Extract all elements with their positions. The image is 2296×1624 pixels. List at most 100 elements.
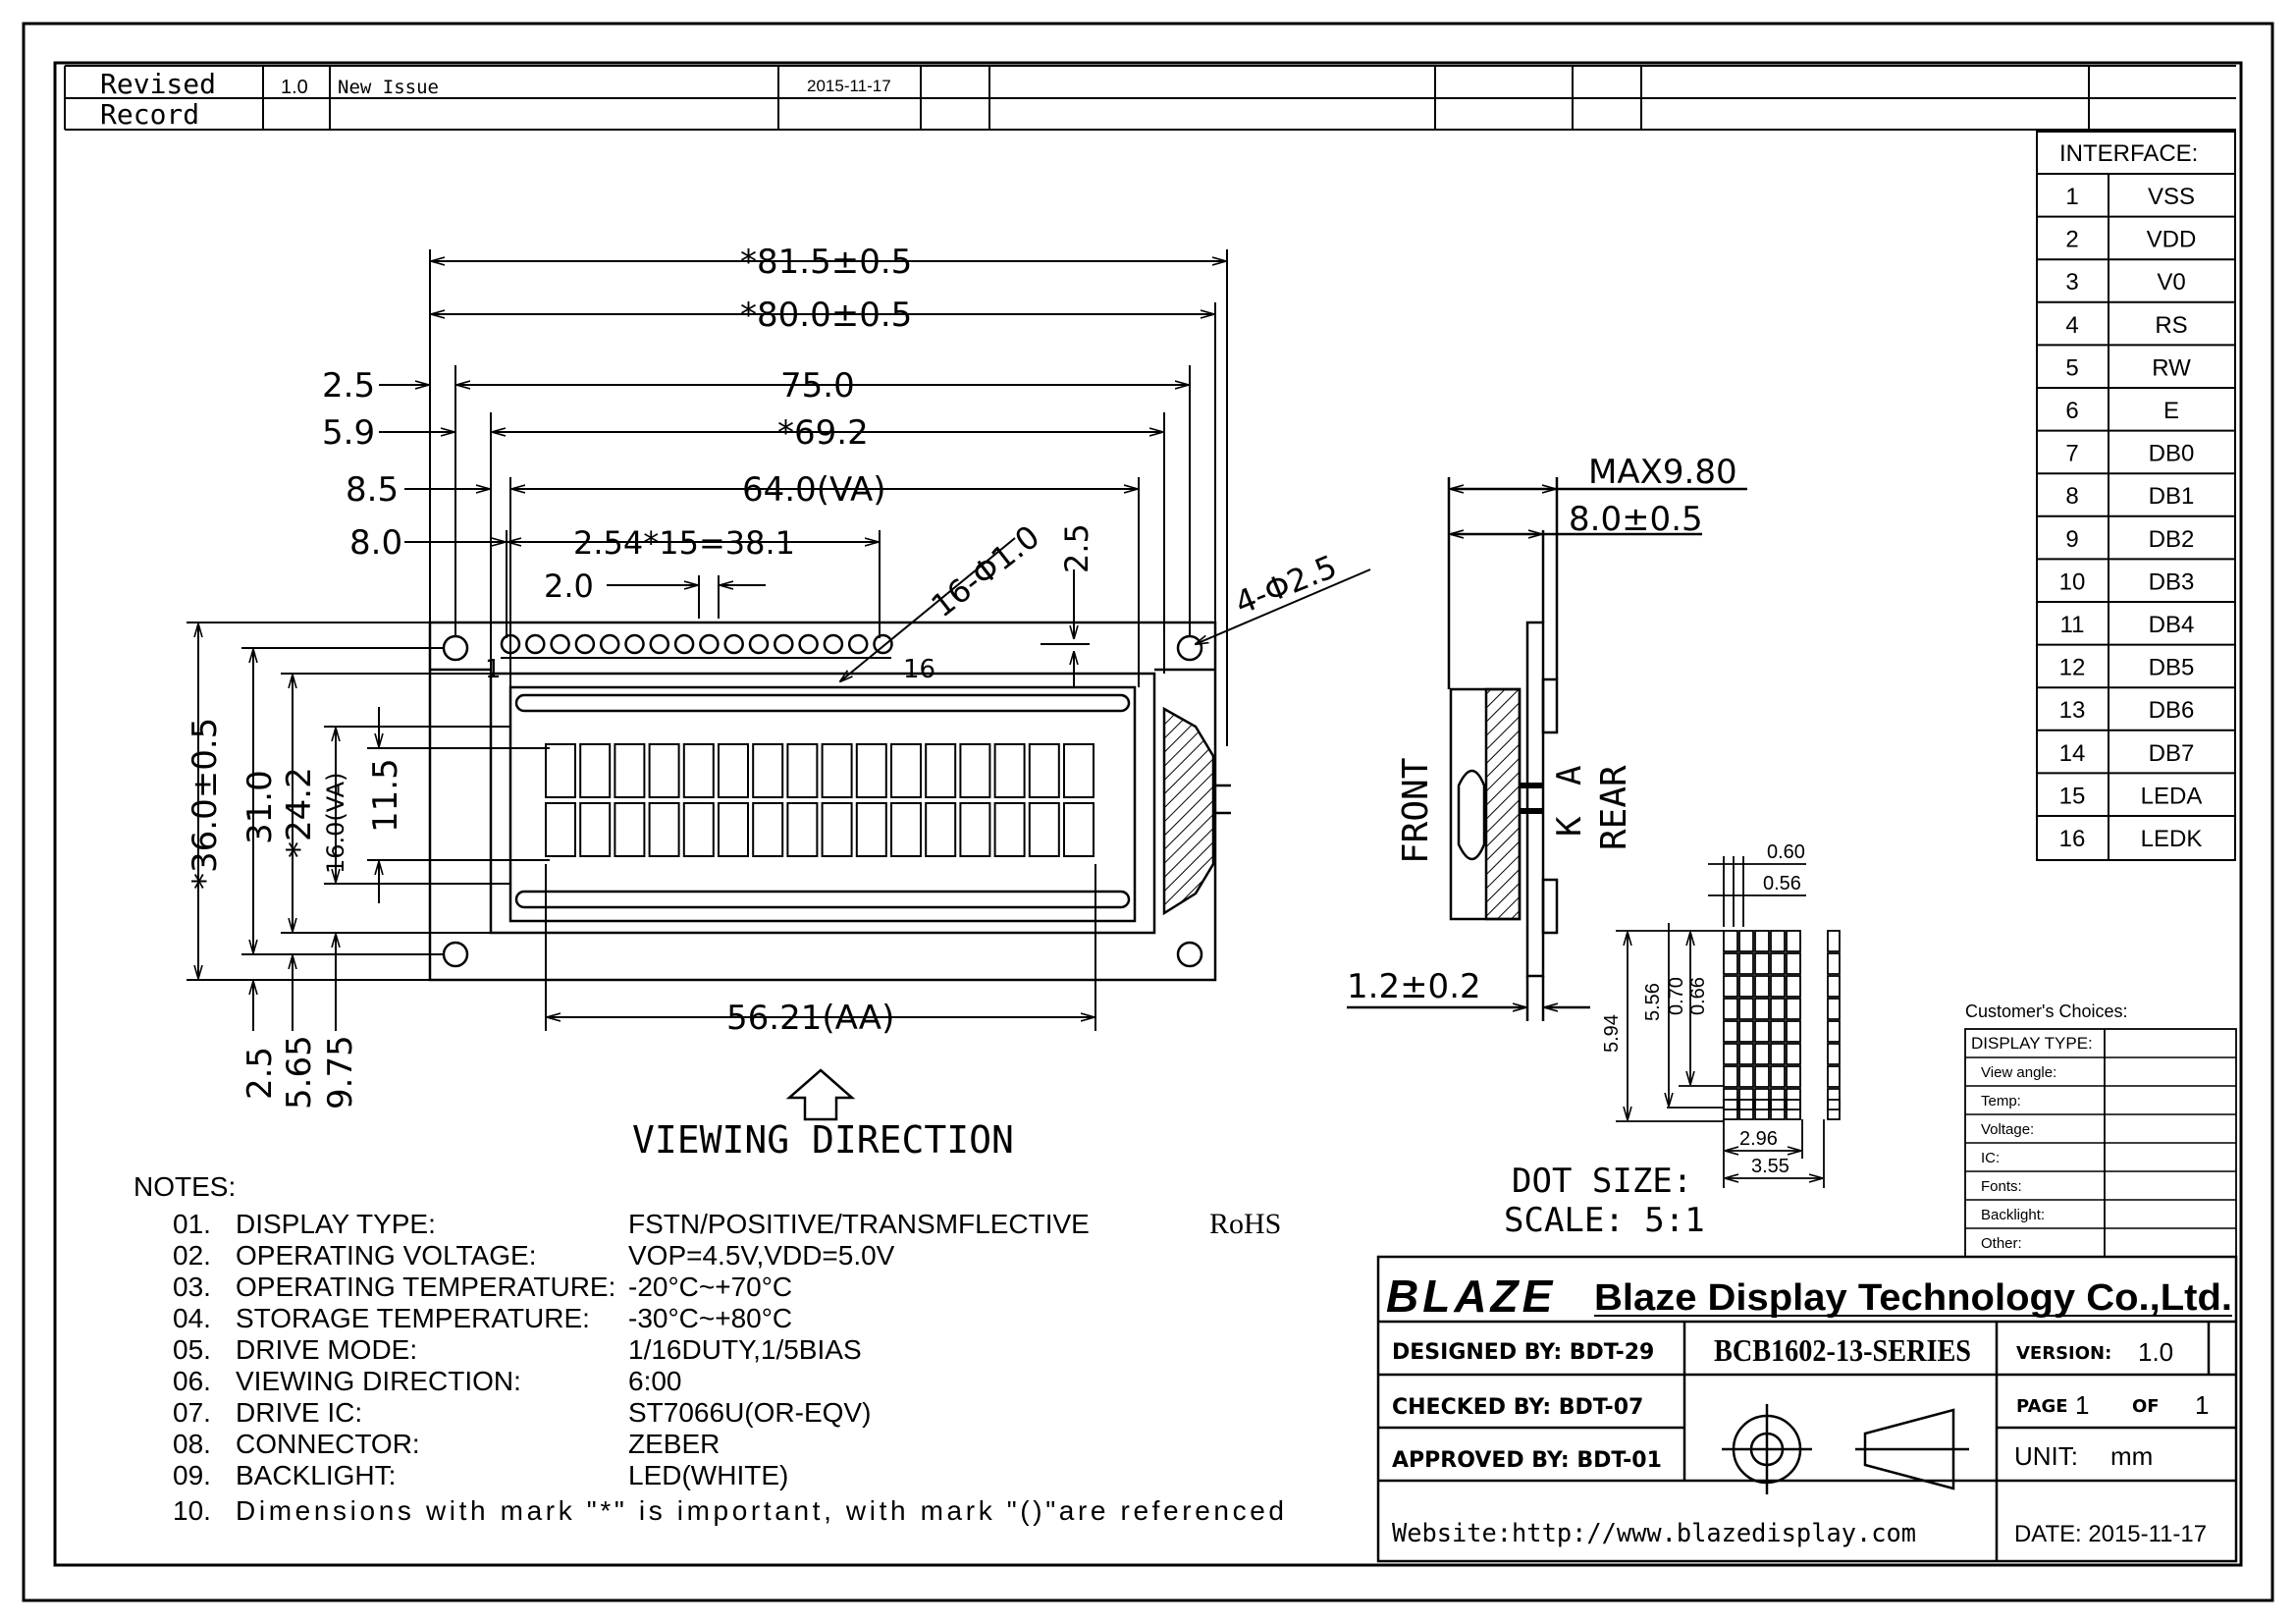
pin-number: 6 (2065, 398, 2078, 424)
dim-11-5: 11.5 (366, 758, 405, 833)
pixel-dot (1754, 1043, 1770, 1065)
pixel-dot (1754, 930, 1770, 952)
pin-first-label: 1 (485, 655, 502, 684)
pin-number: 14 (2059, 740, 2086, 767)
pin-number: 12 (2059, 655, 2086, 681)
revision-description: New Issue (338, 77, 439, 98)
pin-name: RW (2152, 354, 2191, 381)
dim-holes-pins: 16-Φ1.0 (925, 517, 1047, 624)
note-value: VOP=4.5V,VDD=5.0V (628, 1240, 895, 1271)
company-name: Blaze Display Technology Co.,Ltd. (1594, 1277, 2232, 1319)
version-value: 1.0 (2138, 1337, 2173, 1367)
pixel-dot (1738, 952, 1754, 975)
pin-number: 2 (2065, 227, 2078, 253)
dot-matrix-detail (1723, 930, 1841, 1120)
pixel-dot (1738, 975, 1754, 998)
customer-row-label: Voltage: (1981, 1121, 2034, 1138)
pixel-dot (1786, 998, 1801, 1020)
character-cell (1028, 743, 1060, 798)
designed-by: DESIGNED BY: BDT-29 (1392, 1340, 1654, 1365)
dim-36: *36.0±0.5 (186, 718, 225, 890)
note-value: ST7066U(OR-EQV) (628, 1397, 871, 1428)
drawing-date: DATE: 2015-11-17 (2014, 1521, 2207, 1547)
pixel-dot (1786, 1065, 1801, 1088)
dim-31: 31.0 (240, 770, 280, 844)
dim-t-1-2: 1.2±0.2 (1347, 967, 1481, 1006)
character-cell (648, 802, 680, 857)
pixel-dot (1770, 930, 1786, 952)
dot-size-label: DOT SIZE: (1512, 1162, 1692, 1201)
dot-5-56: 5.56 (1642, 983, 1664, 1021)
character-cell (1028, 802, 1060, 857)
a-label: A (1550, 766, 1589, 785)
note-value: -20°C~+70°C (628, 1272, 792, 1302)
dim-pitch: 2.54*15=38.1 (573, 524, 795, 562)
pixel-dot (1827, 998, 1841, 1020)
pixel-dot (1738, 930, 1754, 952)
customer-row-label: DISPLAY TYPE: (1971, 1034, 2093, 1053)
pixel-dot (1786, 930, 1801, 952)
pin-hole (525, 633, 546, 655)
pixel-dot (1827, 1065, 1841, 1088)
k-label: K (1550, 816, 1589, 837)
customer-row-label: IC: (1981, 1150, 2000, 1166)
note-number: 02. (173, 1240, 211, 1271)
character-cell (579, 743, 612, 798)
note-value: -30°C~+80°C (628, 1303, 792, 1333)
backlight-leads (1162, 706, 1231, 916)
note-label: DRIVE IC: (236, 1397, 362, 1428)
pixel-dot (1770, 1020, 1786, 1043)
scale-label: SCALE: 5:1 (1504, 1201, 1705, 1240)
pin-hole (624, 633, 645, 655)
cursor-dot (1786, 1099, 1801, 1120)
pin-number: 3 (2065, 269, 2078, 296)
pixel-dot (1786, 1043, 1801, 1065)
dim-max-9-80: MAX9.80 (1588, 453, 1737, 492)
pixel-dot (1723, 1043, 1738, 1065)
cursor-dot (1723, 1099, 1738, 1120)
character-cells (545, 743, 1095, 857)
pin-number: 10 (2059, 568, 2086, 595)
pin-number: 1 (2065, 184, 2078, 210)
pixel-dot (1723, 975, 1738, 998)
title-block (1376, 1255, 2238, 1563)
note-number: 08. (173, 1429, 211, 1459)
pin-hole (574, 633, 596, 655)
pin-hole (673, 633, 695, 655)
pixel-dot (1754, 1065, 1770, 1088)
dim-holes-mount: 4-Φ2.5 (1230, 548, 1342, 623)
pixel-dot (1754, 975, 1770, 998)
character-cell (786, 743, 819, 798)
pin-hole (699, 633, 720, 655)
left-dimension-lines (187, 622, 550, 1031)
rear-label: REAR (1594, 765, 1634, 850)
character-cell (993, 743, 1026, 798)
character-cell (752, 743, 784, 798)
character-cell (682, 743, 715, 798)
dim-24-2: *24.2 (280, 767, 319, 858)
note-value: LED(WHITE) (628, 1460, 788, 1490)
dot-0-56: 0.56 (1763, 873, 1801, 894)
dim-2-5-left: 2.5 (322, 366, 375, 406)
page-of: OF (2132, 1396, 2160, 1417)
side-view (1347, 477, 1747, 1021)
page-number: 1 (2075, 1390, 2089, 1420)
dim-69-2: *69.2 (777, 413, 869, 453)
top-dimension-lines (379, 249, 1371, 746)
dim-81-5: *81.5±0.5 (740, 243, 912, 282)
pixel-dot (1827, 930, 1841, 952)
notes-list: 01.DISPLAY TYPE:FSTN/POSITIVE/TRANSMFLEC… (173, 1209, 1090, 1490)
page-label: PAGE (2016, 1396, 2068, 1417)
pin-name: DB0 (2149, 441, 2195, 467)
character-cell (890, 802, 922, 857)
pin-name: E (2163, 398, 2179, 424)
pixel-dot (1770, 975, 1786, 998)
note-value: 1/16DUTY,1/5BIAS (628, 1334, 862, 1365)
customer-row-label: Other: (1981, 1235, 2022, 1252)
pixel-dot (1770, 998, 1786, 1020)
character-cell (614, 743, 646, 798)
dim-aa: 56.21(AA) (726, 999, 894, 1038)
rohs-mark: RoHS (1209, 1208, 1281, 1240)
dot-2-96: 2.96 (1739, 1128, 1778, 1150)
character-cell (993, 802, 1026, 857)
